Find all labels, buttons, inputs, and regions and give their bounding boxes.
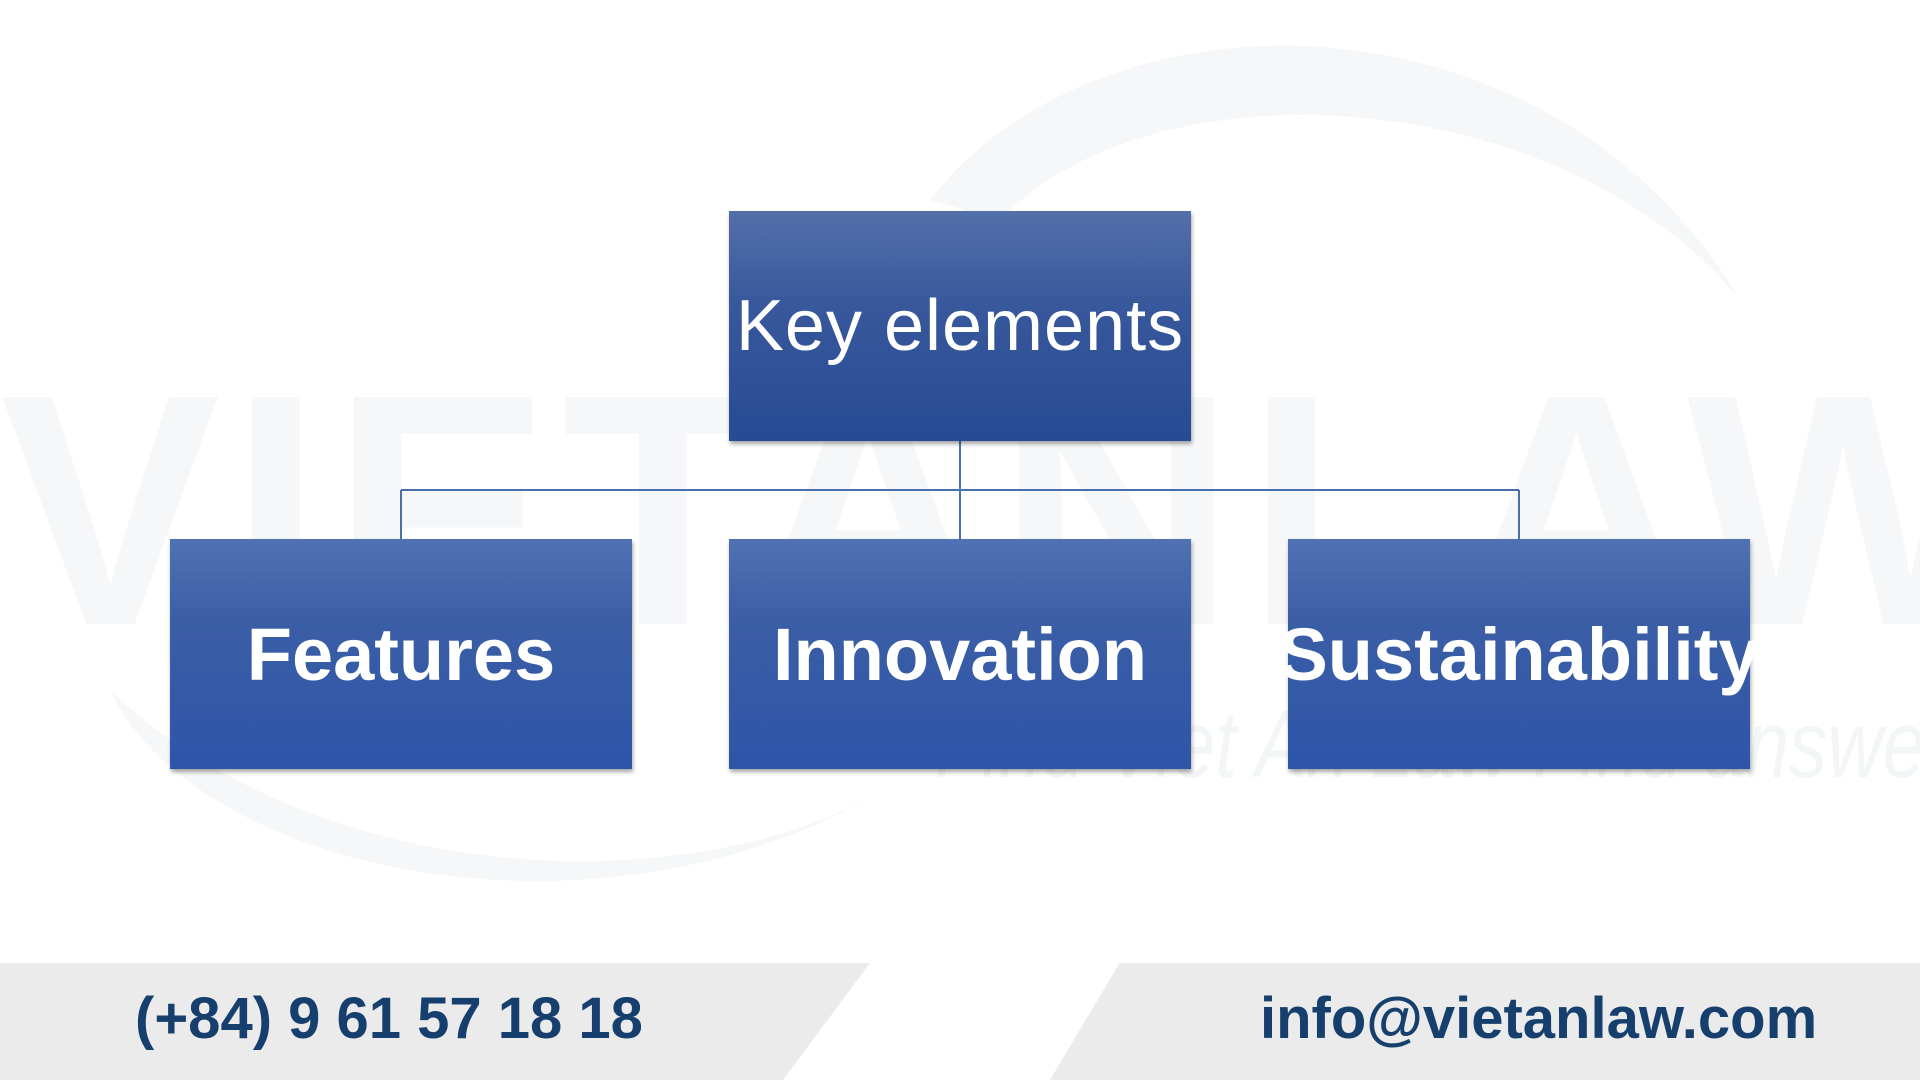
node-features: Features bbox=[170, 539, 632, 769]
footer-band-left bbox=[0, 963, 870, 1080]
node-key-elements: Key elements bbox=[729, 211, 1191, 441]
footer-band-right bbox=[1050, 963, 1920, 1080]
footer-email: info@vietanlaw.com bbox=[1260, 986, 1818, 1051]
footer-phone: (+84) 9 61 57 18 18 bbox=[135, 986, 643, 1051]
node-innovation: Innovation bbox=[729, 539, 1191, 769]
node-innovation-label: Innovation bbox=[772, 612, 1148, 696]
node-sustainability-label: Sustainability bbox=[1278, 612, 1760, 696]
node-sustainability: Sustainability bbox=[1278, 539, 1760, 769]
node-features-label: Features bbox=[246, 612, 556, 696]
node-key-elements-label: Key elements bbox=[735, 286, 1185, 366]
